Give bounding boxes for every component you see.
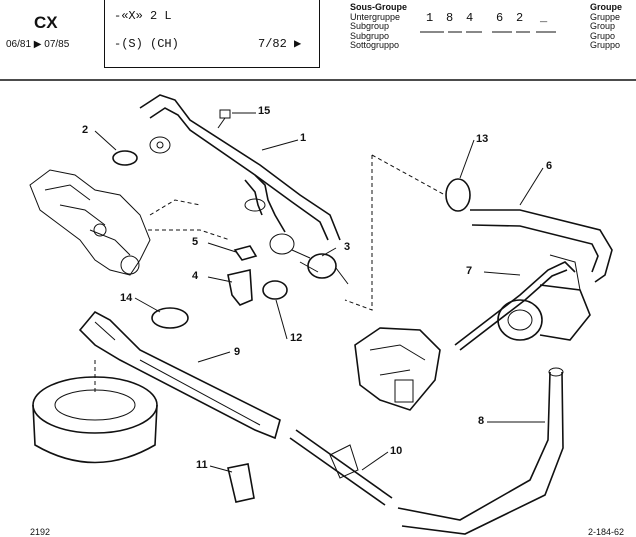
group-label-de: Gruppe <box>590 11 621 22</box>
date-range: 06/81 ▶ 07/85 <box>6 39 70 50</box>
code-digit: 4 <box>466 11 474 25</box>
code-digit: _ <box>540 11 548 25</box>
callout-5: 5 <box>192 236 199 248</box>
callout-9: 9 <box>234 346 241 358</box>
alignment-lines <box>344 154 446 311</box>
code-digit: 6 <box>496 11 504 25</box>
carburettor-drawing <box>354 327 441 411</box>
subgroup-label-es: Subgrupo <box>350 30 390 41</box>
hose-9-drawing <box>78 310 281 440</box>
model-code: CX <box>34 13 58 32</box>
air-filter-drawing <box>32 360 158 464</box>
callout-1: 1 <box>300 132 307 144</box>
subgroup-label-de: Untergruppe <box>350 11 401 22</box>
callout-14: 14 <box>120 292 133 304</box>
page-number: 2192 <box>30 527 51 537</box>
pipe-10-drawing <box>289 429 393 506</box>
pipe-1-drawing <box>139 94 341 241</box>
group-label-en: Group <box>590 21 616 31</box>
subgroup-labels: Sous-Groupe Untergruppe Subgroup Subgrup… <box>350 2 408 51</box>
callout-2: 2 <box>82 124 89 136</box>
leader-lines <box>94 112 545 473</box>
callout-15: 15 <box>258 105 271 117</box>
hose-8-drawing <box>397 367 564 535</box>
callout-11: 11 <box>196 459 208 471</box>
washer-2-drawing <box>112 150 138 166</box>
callout-6: 6 <box>546 160 553 172</box>
subgroup-label-en: Subgroup <box>350 21 390 31</box>
group-labels: Groupe Gruppe Group Grupo Gruppo <box>590 2 623 51</box>
application-box <box>104 0 320 68</box>
callout-12: 12 <box>290 332 303 344</box>
subgroup-label-it: Sottogruppo <box>350 40 400 50</box>
plate-reference: 2-184-62 <box>588 527 625 537</box>
subgroup-label-fr: Sous-Groupe <box>350 2 408 12</box>
callout-8: 8 <box>478 415 485 427</box>
bolt-15-drawing <box>217 109 231 129</box>
valve-3-drawing <box>269 233 349 285</box>
code-digit: 8 <box>446 11 454 25</box>
sleeve-12-drawing <box>262 280 288 300</box>
clip-5-drawing <box>233 245 258 261</box>
clamp-13-drawing <box>445 178 471 212</box>
engine-line: -«X» 2 L <box>114 9 172 23</box>
hose-6-drawing <box>470 209 613 283</box>
callout-7: 7 <box>466 265 473 277</box>
group-label-fr: Groupe <box>590 2 623 12</box>
group-label-it: Gruppo <box>590 40 621 50</box>
engine-block-drawing <box>29 169 231 276</box>
pump-drawing <box>497 254 591 341</box>
variant-date: 7/82 ▶ <box>258 37 302 51</box>
pipe-7-drawing <box>454 261 576 351</box>
group-label-es: Grupo <box>590 30 616 41</box>
code-digit: 1 <box>426 11 434 25</box>
callout-13: 13 <box>476 133 489 145</box>
code-digit: 2 <box>516 11 524 25</box>
callout-3: 3 <box>344 241 351 253</box>
header: CX 06/81 ▶ 07/85 -«X» 2 L -(S) (CH) 7/82… <box>0 0 636 80</box>
bracket-4-drawing <box>227 269 253 306</box>
callout-4: 4 <box>192 270 199 282</box>
variant-line: -(S) (CH) <box>114 37 179 51</box>
clip-11-drawing <box>227 463 255 503</box>
clamp-14-drawing <box>151 307 189 329</box>
callout-10: 10 <box>390 445 403 457</box>
